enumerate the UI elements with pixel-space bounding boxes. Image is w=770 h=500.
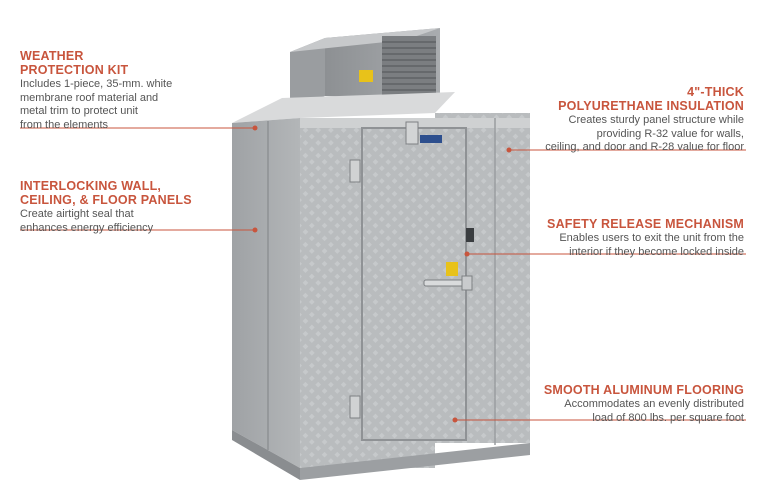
brand-badge-icon (420, 135, 442, 143)
warning-label-icon (359, 70, 373, 82)
feature-interlocking-panels: INTERLOCKING WALL, CEILING, & FLOOR PANE… (20, 179, 230, 235)
feature-weather-protection: WEATHER PROTECTION KIT Includes 1-piece,… (20, 49, 220, 132)
side-wall (232, 118, 300, 480)
door-hinge-icon (349, 159, 361, 183)
feature-title: INTERLOCKING WALL, CEILING, & FLOOR PANE… (20, 179, 192, 207)
door (349, 121, 474, 441)
callout-dot (506, 147, 512, 153)
feature-description: Enables users to exit the unit from the … (559, 232, 744, 258)
feature-title: SMOOTH ALUMINUM FLOORING (543, 383, 744, 397)
warning-label-icon (446, 262, 458, 276)
safety-release-icon (461, 275, 473, 291)
feature-safety-release: SAFETY RELEASE MECHANISM Enables users t… (514, 217, 744, 259)
leader-lines (20, 125, 746, 423)
callout-dot (252, 227, 258, 233)
light-switch-icon (466, 228, 474, 242)
feature-description: Includes 1-piece, 35-mm. white membrane … (20, 78, 173, 131)
callout-dot (452, 417, 458, 423)
roof (232, 92, 455, 123)
feature-description: Create airtight seal that enhances energ… (20, 208, 154, 234)
door-hinge-icon (349, 395, 361, 419)
feature-description: Creates sturdy panel structure while pro… (545, 114, 744, 153)
callout-dot (464, 251, 470, 257)
condensing-unit (290, 28, 440, 108)
feature-title: 4"-THICK POLYURETHANE INSULATION (558, 85, 744, 113)
feature-aluminum-flooring: SMOOTH ALUMINUM FLOORING Accommodates an… (514, 383, 744, 425)
callout-dot (252, 125, 258, 131)
door-handle-icon (423, 279, 469, 287)
door-hinge-icon (405, 121, 419, 145)
feature-description: Accommodates an evenly distributed load … (564, 398, 744, 424)
feature-insulation: 4"-THICK POLYURETHANE INSULATION Creates… (514, 85, 744, 155)
feature-title: SAFETY RELEASE MECHANISM (547, 217, 744, 231)
condenser-grille (382, 36, 436, 96)
feature-title: WEATHER PROTECTION KIT (20, 49, 129, 77)
